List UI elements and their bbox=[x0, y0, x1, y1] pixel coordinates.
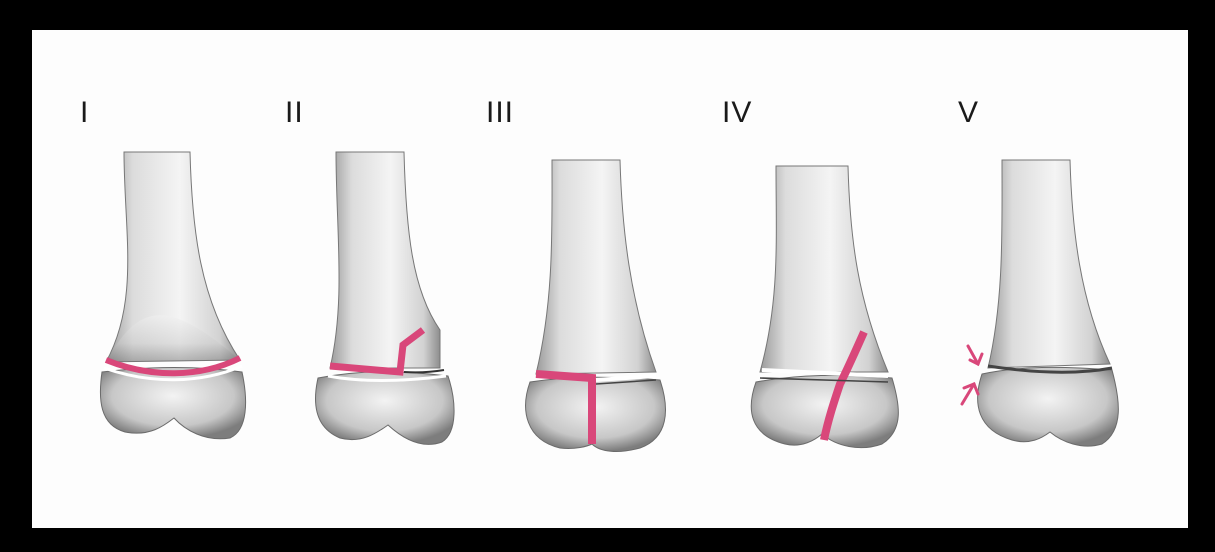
bone-1 bbox=[100, 152, 245, 439]
bone-4 bbox=[751, 166, 898, 448]
bone-5 bbox=[962, 160, 1118, 446]
bone-3 bbox=[526, 160, 666, 451]
bone-2 bbox=[316, 152, 455, 444]
